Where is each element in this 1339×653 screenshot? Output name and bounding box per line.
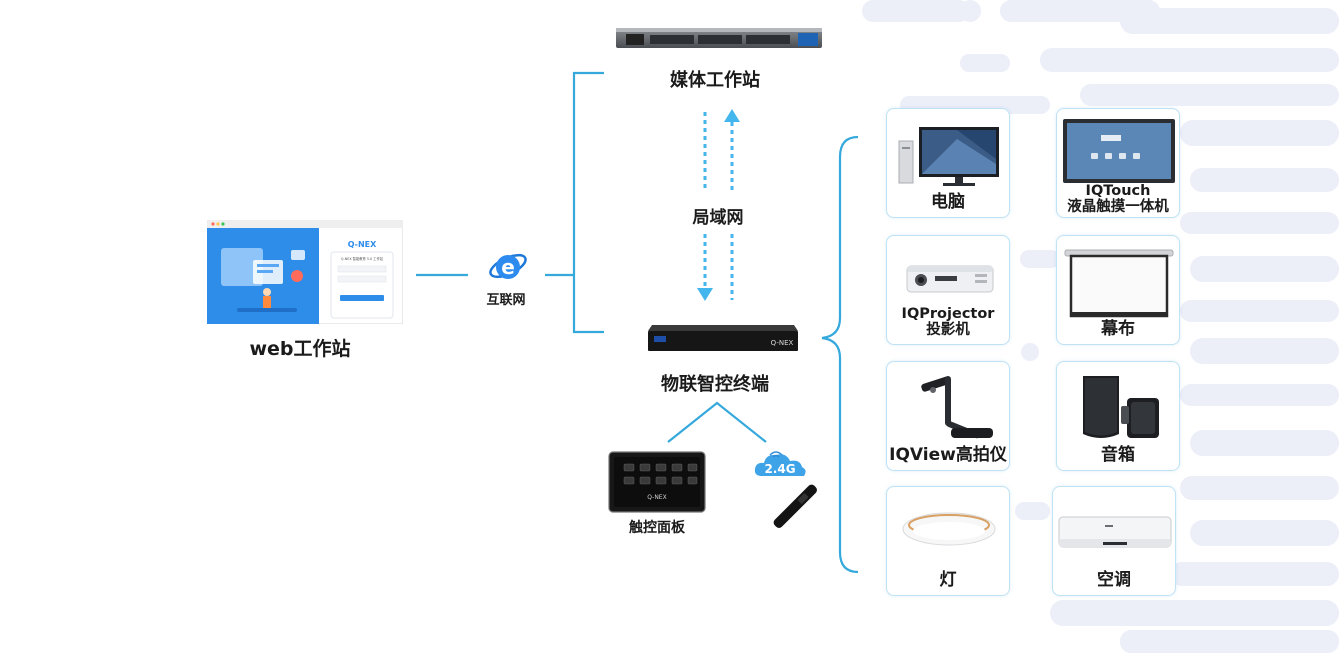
terminal-brand: Q-NEX xyxy=(771,339,794,347)
device-label-speaker: 音箱 xyxy=(1101,445,1135,465)
connector-lines xyxy=(416,71,859,574)
media-workstation-label: 媒体工作站 xyxy=(670,70,760,91)
document-camera-icon xyxy=(921,376,993,439)
rack-server-icon xyxy=(616,28,822,48)
speaker-icon xyxy=(1083,376,1159,438)
device-card-ac: 空调 xyxy=(1052,486,1176,596)
device-card-pc: 电脑 xyxy=(886,108,1010,218)
panel-brand: Q-NEX xyxy=(647,494,666,501)
device-label-projector: IQProjector xyxy=(901,306,995,322)
wireless-badge: 2.4G xyxy=(764,462,795,476)
device-label-iqtouch: IQTouch xyxy=(1085,183,1151,199)
left-bracket xyxy=(572,71,604,334)
air-conditioner-icon xyxy=(1058,516,1172,548)
device-label-light: 灯 xyxy=(939,570,957,590)
touch-panel-label: 触控面板 xyxy=(629,520,685,536)
iqtouch-icon xyxy=(1063,119,1175,183)
device-label-ac: 空调 xyxy=(1097,570,1131,590)
wireless-cloud-icon: 2.4G xyxy=(754,451,806,476)
device-label-pc: 电脑 xyxy=(931,192,965,212)
device-label-iqview: IQView高拍仪 xyxy=(889,445,1007,465)
control-terminal-device: Q-NEX xyxy=(648,325,798,351)
device-card-projector: IQProjector 投影机 xyxy=(886,235,1010,345)
device-card-screen: 幕布 xyxy=(1056,235,1180,345)
web-workstation-label: web工作站 xyxy=(249,338,351,360)
device-card-light: 灯 xyxy=(886,486,1010,596)
internet-label: 互联网 xyxy=(486,293,526,308)
device-card-speaker: 音箱 xyxy=(1056,361,1180,471)
device-sub-projector: 投影机 xyxy=(926,322,970,338)
right-curly-brace xyxy=(821,135,859,574)
decorative-blobs xyxy=(862,0,1339,653)
terminal-branch-line xyxy=(667,401,767,443)
arrow-up-head xyxy=(724,109,740,122)
device-label-screen: 幕布 xyxy=(1101,319,1135,339)
projector-icon xyxy=(906,265,994,293)
lan-label: 局域网 xyxy=(692,208,744,228)
device-card-iqtouch: IQTouch 液晶触摸一体机 xyxy=(1056,108,1180,218)
ceiling-light-icon xyxy=(902,512,996,546)
web-logo: Q-NEX xyxy=(348,240,377,249)
control-terminal-label: 物联智控终端 xyxy=(661,374,769,395)
web-workstation-screen: Q-NEX Q-NEX 智能教育 5.0 工作站 xyxy=(207,220,403,324)
device-sub-iqtouch: 液晶触摸一体机 xyxy=(1067,199,1169,215)
arrow-down-head xyxy=(697,288,713,301)
svg-text:e: e xyxy=(501,255,515,279)
web-subtitle: Q-NEX 智能教育 5.0 工作站 xyxy=(341,256,384,261)
projection-screen-icon xyxy=(1064,249,1174,318)
touch-panel-device: Q-NEX xyxy=(608,451,706,513)
lan-arrows xyxy=(697,109,740,301)
wireless-remote-icon xyxy=(773,484,817,528)
device-card-iqview: IQView高拍仪 xyxy=(886,361,1010,471)
pc-icon xyxy=(898,127,999,186)
ie-globe-icon: e xyxy=(489,253,527,279)
